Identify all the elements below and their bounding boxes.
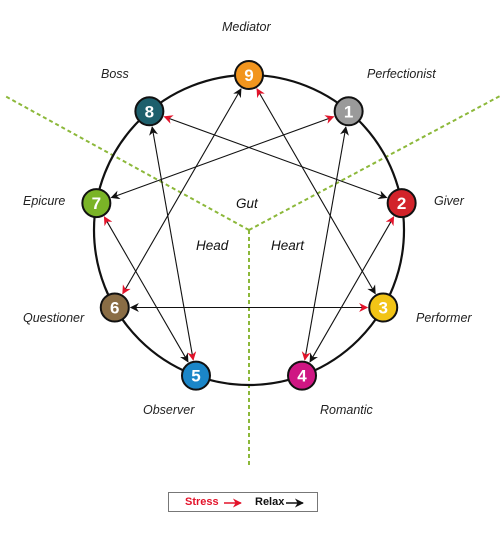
heart-label: Heart: [271, 238, 305, 253]
type-node-3: 3: [368, 292, 399, 323]
type-node-9: 9: [234, 60, 264, 90]
type-label-5: Observer: [143, 403, 195, 417]
type-node-circle-2: [386, 188, 417, 219]
type-node-circle-6: [99, 292, 130, 323]
type-label-1: Perfectionist: [367, 67, 436, 81]
type-node-circle-9: [234, 60, 264, 90]
type-node-2: 2: [386, 188, 417, 219]
type-node-circle-1: [333, 96, 364, 127]
type-node-circle-7: [81, 188, 112, 219]
type-label-2: Giver: [434, 194, 464, 208]
type-label-6: Questioner: [23, 311, 85, 325]
gut-label: Gut: [236, 196, 258, 211]
type-nodes: 1 2 3 4 5 6 7 8 9: [81, 60, 417, 391]
type-node-4: 4: [287, 360, 318, 391]
type-node-circle-4: [287, 360, 318, 391]
type-label-7: Epicure: [23, 194, 66, 208]
connection-5-7: [103, 216, 189, 363]
connection-3-9: [256, 88, 376, 295]
type-node-6: 6: [99, 292, 130, 323]
divider-head-gut: [4, 95, 250, 231]
type-label-9: Mediator: [222, 20, 271, 34]
head-label: Head: [196, 238, 229, 253]
connection-1-4: [301, 126, 349, 361]
type-label-8: Boss: [101, 67, 129, 81]
type-node-8: 8: [134, 96, 165, 127]
type-node-number-7: 7: [92, 194, 101, 213]
type-node-number-9: 9: [244, 66, 253, 85]
type-node-7: 7: [81, 188, 112, 219]
type-node-circle-8: [134, 96, 165, 127]
legend-box: Stress Relax: [168, 492, 318, 512]
connection-lines: [103, 88, 395, 363]
connection-8-5: [149, 126, 197, 361]
connection-7-1: [110, 115, 335, 200]
type-node-number-2: 2: [397, 194, 406, 213]
center-dividers: [4, 95, 501, 468]
connection-2-8: [163, 115, 388, 200]
type-node-number-4: 4: [297, 367, 307, 386]
divider-gut-heart: [248, 95, 501, 231]
legend-stress-label: Stress: [185, 496, 219, 508]
connection-4-2: [309, 216, 395, 363]
type-node-number-5: 5: [191, 367, 200, 386]
connection-9-6: [122, 88, 242, 295]
type-label-3: Performer: [416, 311, 472, 325]
type-node-number-1: 1: [344, 102, 353, 121]
type-node-1: 1: [333, 96, 364, 127]
type-node-circle-3: [368, 292, 399, 323]
type-label-4: Romantic: [320, 403, 373, 417]
type-node-5: 5: [180, 360, 211, 391]
legend-arrows: [224, 498, 304, 508]
type-node-circle-5: [180, 360, 211, 391]
legend-relax-label: Relax: [255, 496, 285, 508]
type-node-number-6: 6: [110, 299, 119, 318]
type-node-number-8: 8: [145, 102, 154, 121]
type-node-number-3: 3: [378, 299, 387, 318]
